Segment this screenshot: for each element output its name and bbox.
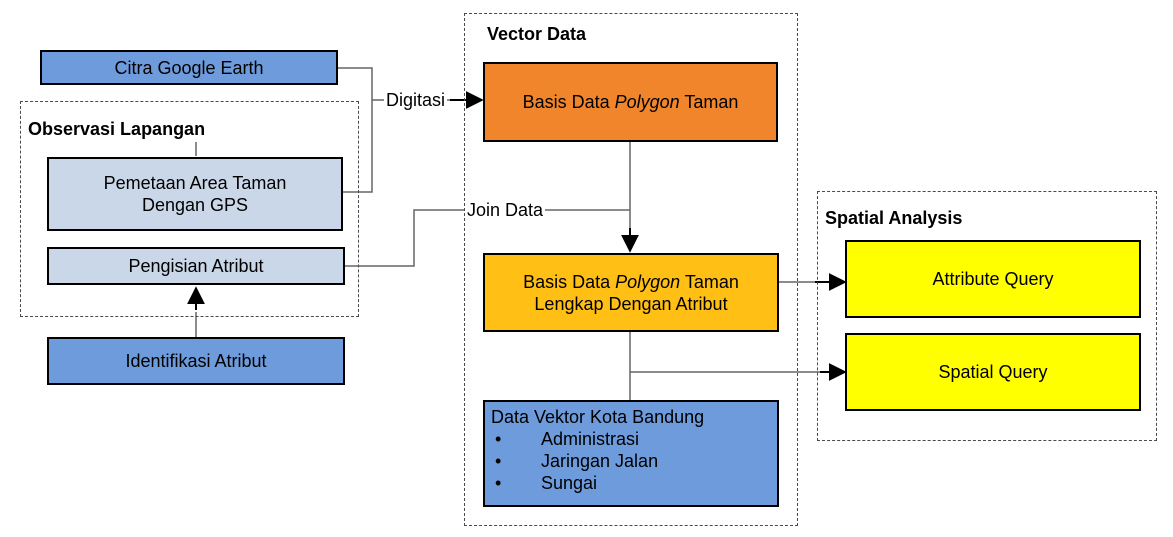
node-identifikasi-atribut[interactable]: Identifikasi Atribut: [47, 337, 345, 385]
node-basis1-prefix: Basis Data: [522, 92, 615, 112]
node-pengisian-atribut[interactable]: Pengisian Atribut: [47, 247, 345, 285]
list-item: • Jaringan Jalan: [491, 450, 658, 472]
node-attribute-query[interactable]: Attribute Query: [845, 240, 1141, 318]
node-pemetaan-area-taman[interactable]: Pemetaan Area Taman Dengan GPS: [47, 157, 343, 231]
node-pemetaan-line2: Dengan GPS: [141, 195, 249, 215]
node-pemetaan-line1: Pemetaan Area Taman: [103, 173, 287, 193]
node-attribute-query-label: Attribute Query: [932, 269, 1054, 289]
node-spatial-query[interactable]: Spatial Query: [845, 333, 1141, 411]
edge-label-join-data: Join Data: [465, 199, 546, 221]
bullet-icon: •: [495, 473, 502, 493]
edge-pemetaan-digitasi: [342, 100, 373, 193]
node-basis1-suffix: Taman: [679, 92, 739, 112]
list-item: • Administrasi: [491, 428, 658, 450]
bullet-icon: •: [495, 451, 502, 471]
node-basis1-label: Basis Data Polygon Taman: [523, 91, 739, 113]
node-vektor-title: Data Vektor Kota Bandung: [491, 407, 705, 427]
node-basis2-suffix: Taman: [680, 271, 739, 292]
node-basis-data-lengkap[interactable]: Basis Data Polygon Taman Lengkap Dengan …: [483, 253, 779, 332]
group-vector-title: Vector Data: [487, 24, 587, 44]
node-basis2-line1: Basis Data Polygon Taman: [523, 271, 739, 293]
node-basis2-italic: Polygon: [615, 271, 681, 292]
node-pengisian-label: Pengisian Atribut: [128, 256, 264, 276]
group-observasi-title: Observasi Lapangan: [28, 119, 206, 139]
node-basis2-line2: Lengkap Dengan Atribut: [534, 293, 728, 314]
node-basis2-prefix: Basis Data: [523, 271, 616, 292]
node-spatial-query-label: Spatial Query: [938, 362, 1048, 382]
node-identifikasi-label: Identifikasi Atribut: [125, 351, 267, 371]
node-citra-google-earth[interactable]: Citra Google Earth: [40, 50, 338, 85]
node-vektor-item-jaringan-jalan: Jaringan Jalan: [541, 451, 659, 471]
list-item: • Sungai: [491, 472, 658, 494]
node-basis-data-polygon-taman[interactable]: Basis Data Polygon Taman: [483, 62, 778, 142]
group-spatial-title: Spatial Analysis: [825, 208, 963, 228]
group-vector-data: [464, 13, 798, 526]
group-observasi-lapangan: [20, 101, 359, 317]
node-citra-label: Citra Google Earth: [114, 57, 264, 78]
node-basis1-italic: Polygon: [614, 92, 680, 112]
node-vektor-item-sungai: Sungai: [541, 473, 598, 493]
bullet-icon: •: [495, 429, 502, 449]
edge-label-digitasi: Digitasi: [384, 89, 448, 111]
node-data-vektor-kota-bandung[interactable]: Data Vektor Kota Bandung • Administrasi •…: [483, 400, 779, 507]
node-vektor-list: • Administrasi • Jaringan Jalan • Sungai: [491, 428, 658, 494]
group-spatial-analysis: [817, 191, 1157, 441]
node-vektor-item-administrasi: Administrasi: [541, 429, 640, 449]
